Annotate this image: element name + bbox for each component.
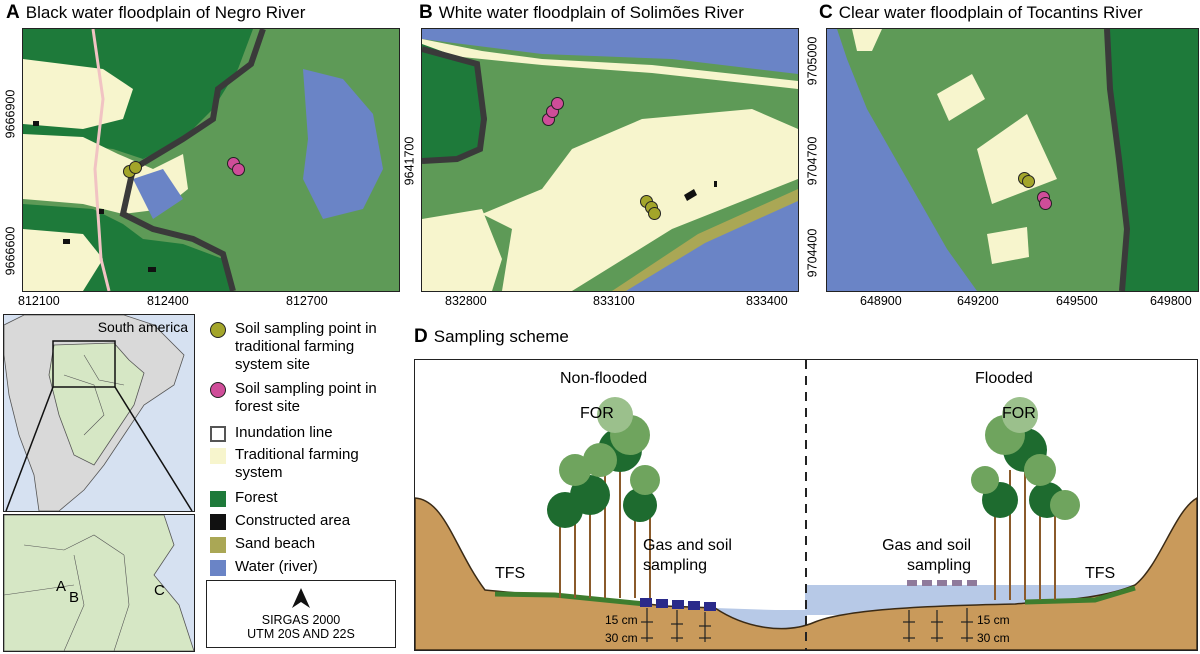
tick-x-c: 649200 xyxy=(957,294,999,308)
crs-line2: UTM 20S AND 22S xyxy=(247,627,355,641)
label-tfs-left: TFS xyxy=(495,565,526,582)
tick-x-a: 812400 xyxy=(147,294,189,308)
tick-y-a: 9666900 xyxy=(3,89,18,139)
label-tfs-right: TFS xyxy=(1085,565,1116,582)
farm-sample-a[interactable] xyxy=(129,161,142,174)
forest-sample-c[interactable] xyxy=(1039,197,1052,210)
legend-sand-icon xyxy=(210,537,226,553)
label-depth-15-right: 15 cm xyxy=(977,613,1010,627)
tick-y-c: 9704400 xyxy=(805,228,820,278)
tick-x-c: 648900 xyxy=(860,294,902,308)
farm-sample-c[interactable] xyxy=(1022,175,1035,188)
inset-south-america[interactable]: South america xyxy=(3,314,195,512)
forest-sample-a[interactable] xyxy=(232,163,245,176)
map-panel-c[interactable] xyxy=(826,28,1199,292)
tick-x-b: 832800 xyxy=(445,294,487,308)
legend-item-water: Water (river) xyxy=(210,558,318,576)
legend-item-forest-point: Soil sampling point in forest site xyxy=(210,380,400,416)
legend-item-forest: Forest xyxy=(210,489,278,507)
farm-sample-b[interactable] xyxy=(648,207,661,220)
tick-x-c: 649800 xyxy=(1150,294,1192,308)
tick-x-b: 833100 xyxy=(593,294,635,308)
legend-forest-point-icon xyxy=(210,382,226,398)
tick-y-a: 9666600 xyxy=(3,226,18,276)
legend-water-icon xyxy=(210,560,226,576)
label-depth-15-left: 15 cm xyxy=(605,613,638,627)
sampling-scheme-diagram: Non-flooded Flooded FOR FOR TFS TFS Gas … xyxy=(414,359,1198,651)
legend-item-sand: Sand beach xyxy=(210,535,315,553)
tick-x-a: 812700 xyxy=(286,294,328,308)
inset-label: South america xyxy=(97,319,188,335)
label-gas-right: Gas and soil sampling xyxy=(882,537,971,574)
map-panel-b[interactable] xyxy=(421,28,799,292)
label-depth-30-right: 30 cm xyxy=(977,631,1010,645)
legend-constructed-icon xyxy=(210,514,226,530)
label-depth-30-left: 30 cm xyxy=(605,631,638,645)
tick-y-c: 9704700 xyxy=(805,136,820,186)
label-for-right: FOR xyxy=(1002,405,1036,422)
label-flooded: Flooded xyxy=(975,370,1033,387)
legend-item-farm: Traditional farming system xyxy=(210,446,400,482)
forest-sample-b[interactable] xyxy=(551,97,564,110)
north-arrow-icon xyxy=(292,588,310,608)
tick-y-c: 9705000 xyxy=(805,36,820,86)
inset-site-a: A xyxy=(56,578,67,595)
label-non-flooded: Non-flooded xyxy=(560,370,648,387)
inset-site-b: B xyxy=(69,589,80,606)
tick-x-a: 812100 xyxy=(18,294,60,308)
map-panel-a[interactable] xyxy=(22,28,400,292)
label-gas-left: Gas and soil sampling xyxy=(643,537,732,574)
legend-forest-icon xyxy=(210,491,226,507)
inset-amazon-detail[interactable]: A B C xyxy=(3,514,195,652)
legend-item-farm-point: Soil sampling point in traditional farmi… xyxy=(210,320,400,374)
tick-x-b: 833400 xyxy=(746,294,788,308)
crs-line1: SIRGAS 2000 xyxy=(261,613,341,627)
legend-farm-point-icon xyxy=(210,322,226,338)
tick-y-b: 9641700 xyxy=(402,136,417,186)
crs-box: SIRGAS 2000 UTM 20S AND 22S xyxy=(206,580,396,648)
legend-item-inundation: Inundation line xyxy=(210,424,333,442)
legend-item-constructed: Constructed area xyxy=(210,512,350,530)
tick-x-c: 649500 xyxy=(1056,294,1098,308)
label-for-left: FOR xyxy=(580,405,614,422)
legend-inundation-icon xyxy=(210,426,226,442)
inset-site-c: C xyxy=(154,582,165,599)
legend-farm-icon xyxy=(210,448,226,464)
